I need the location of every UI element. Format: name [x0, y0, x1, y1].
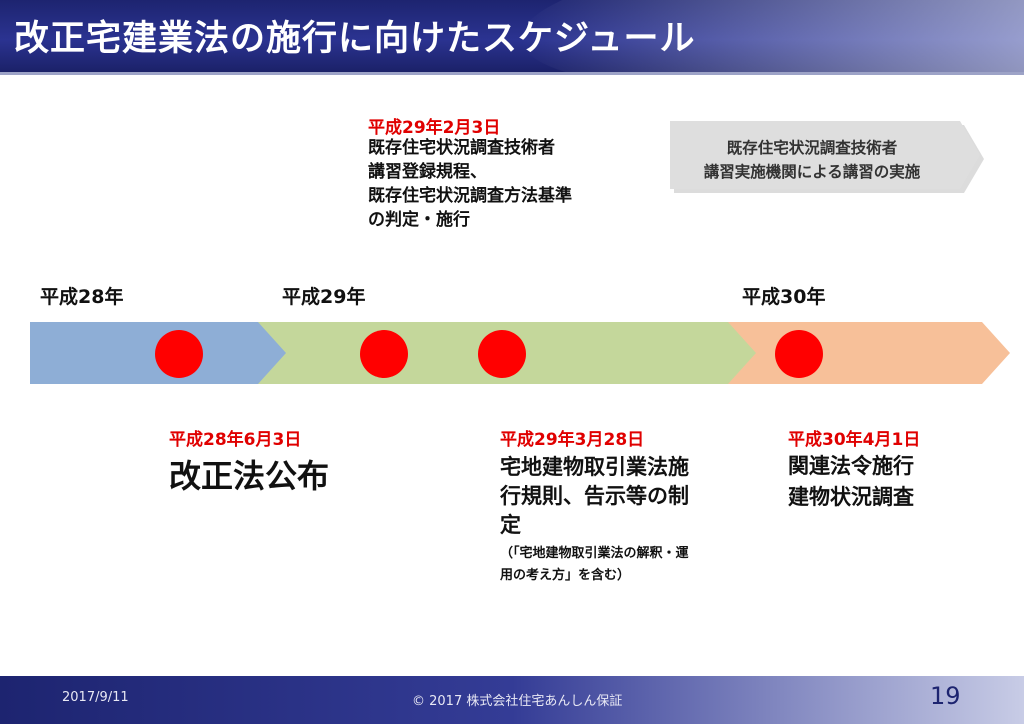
description-line: 既存住宅状況調査技術者: [368, 138, 555, 158]
event-dot-h30-apr: [775, 330, 823, 378]
year-label-h29: 平成29年: [282, 286, 366, 308]
year-label-h28: 平成28年: [40, 286, 124, 308]
year-label-h30: 平成30年: [742, 286, 826, 308]
footer-bar: [0, 676, 1024, 724]
training-callout-arrow: [670, 121, 984, 193]
event-date-h28-jun: 平成28年6月3日: [169, 430, 302, 450]
callout-line: 既存住宅状況調査技術者: [726, 139, 898, 157]
description-line: の判定・施行: [368, 210, 470, 230]
event-date-h29-feb: 平成29年2月3日: [368, 118, 501, 138]
event-date-h30-apr: 平成30年4月1日: [788, 430, 921, 450]
timeline-segment-h30: [718, 322, 1010, 384]
event-line: 定: [500, 513, 521, 537]
event-date-h29-mar: 平成29年3月28日: [500, 430, 645, 450]
event-dot-h29-mar: [478, 330, 526, 378]
title-bar: 改正宅建業法の施行に向けたスケジュール: [0, 0, 1024, 72]
note-line: 用の考え方」を含む）: [500, 568, 631, 583]
footer-copyright: © 2017 株式会社住宅あんしん保証: [412, 694, 623, 709]
event-note-h29-mar: （「宅地建物取引業法の解釈・運 用の考え方」を含む）: [500, 543, 689, 587]
event-line: 宅地建物取引業法施: [500, 455, 689, 479]
event-dot-h28-jun: [155, 330, 203, 378]
slide-title: 改正宅建業法の施行に向けたスケジュール: [14, 19, 696, 59]
event-line: 建物状況調査: [788, 485, 914, 509]
event-title-h30-apr: 関連法令施行 建物状況調査: [788, 451, 914, 513]
event-description-h29-feb: 既存住宅状況調査技術者 講習登録規程、 既存住宅状況調査方法基準 の判定・施行: [368, 136, 572, 232]
event-line: 関連法令施行: [788, 454, 914, 478]
description-line: 講習登録規程、: [368, 162, 487, 182]
page-number: 19: [930, 682, 961, 710]
event-line: 行規則、告示等の制: [500, 484, 689, 508]
note-line: （「宅地建物取引業法の解釈・運: [500, 546, 689, 561]
header-divider: [0, 72, 1024, 75]
event-title-h29-mar: 宅地建物取引業法施 行規則、告示等の制 定: [500, 453, 689, 540]
footer-date: 2017/9/11: [62, 690, 129, 705]
description-line: 既存住宅状況調査方法基準: [368, 186, 572, 206]
callout-line: 講習実施機関による講習の実施: [703, 163, 921, 181]
event-title-h28-jun: 改正法公布: [169, 457, 330, 495]
callout-text: 既存住宅状況調査技術者 講習実施機関による講習の実施: [672, 136, 952, 184]
event-dot-h29-feb: [360, 330, 408, 378]
